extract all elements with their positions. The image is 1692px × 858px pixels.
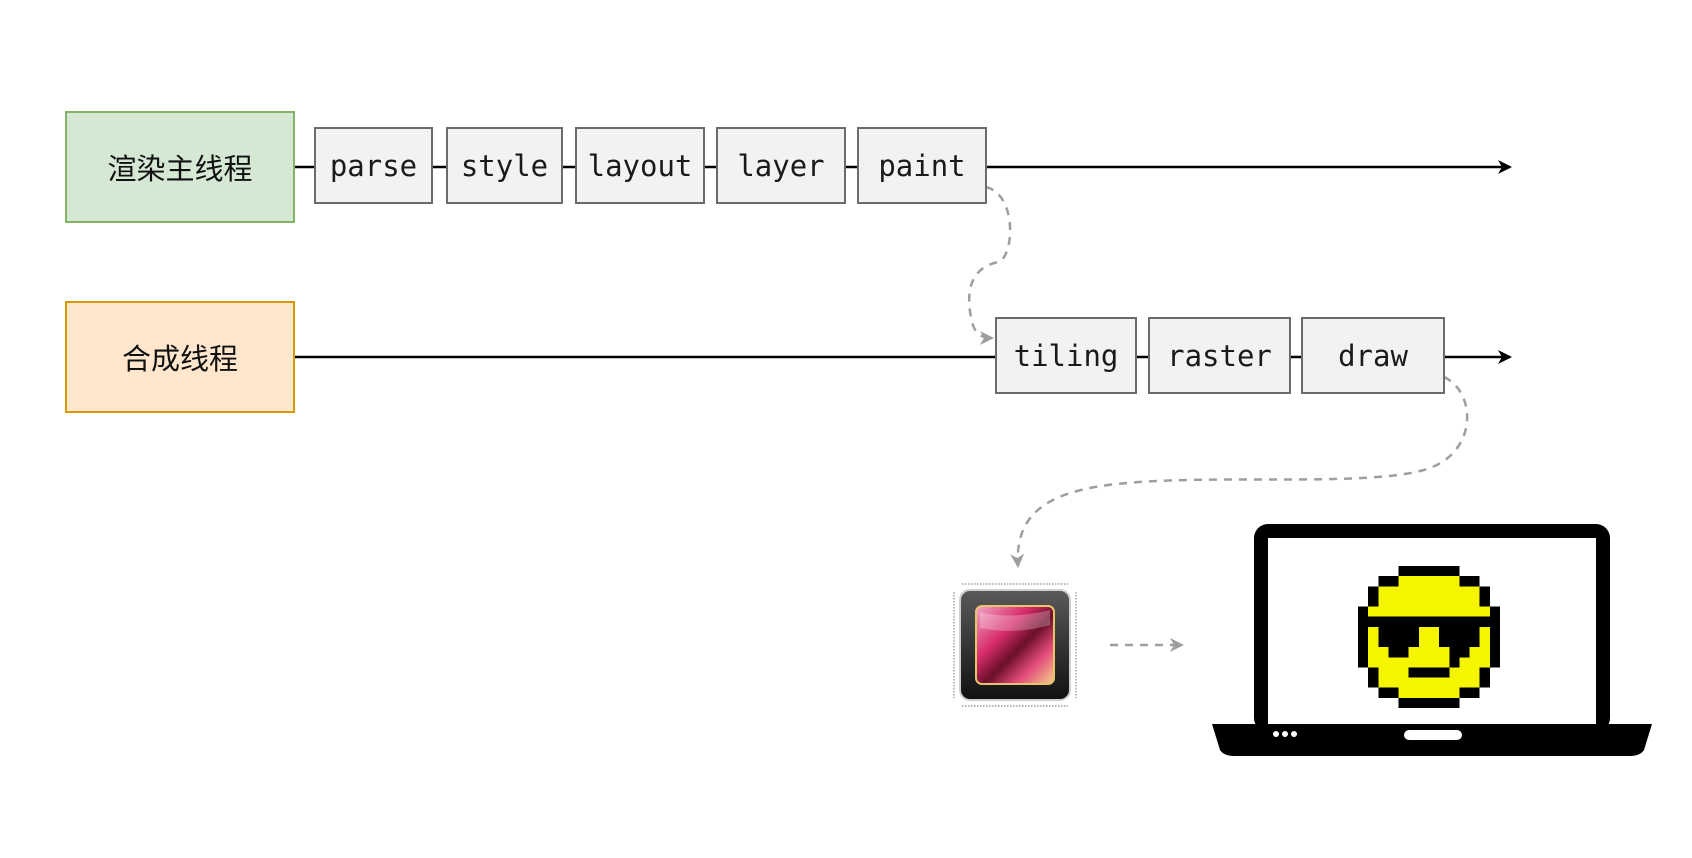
step-parse: parse: [314, 127, 433, 204]
connector-paint-to-tiling: [967, 185, 1012, 345]
step-style: style: [446, 127, 563, 204]
pixel-smiley-sunglasses-icon: [1358, 566, 1500, 708]
gpu-chip-icon: [953, 583, 1077, 707]
connector-draw-to-gpu: [1010, 375, 1469, 568]
step-paint: paint: [857, 127, 987, 204]
compositor-thread-label: 合成线程: [65, 301, 295, 413]
step-layout: layout: [575, 127, 705, 204]
step-raster: raster: [1148, 317, 1291, 394]
step-layer: layer: [716, 127, 846, 204]
step-tiling: tiling: [995, 317, 1137, 394]
step-draw: draw: [1301, 317, 1445, 394]
main-thread-label: 渲染主线程: [65, 111, 295, 223]
